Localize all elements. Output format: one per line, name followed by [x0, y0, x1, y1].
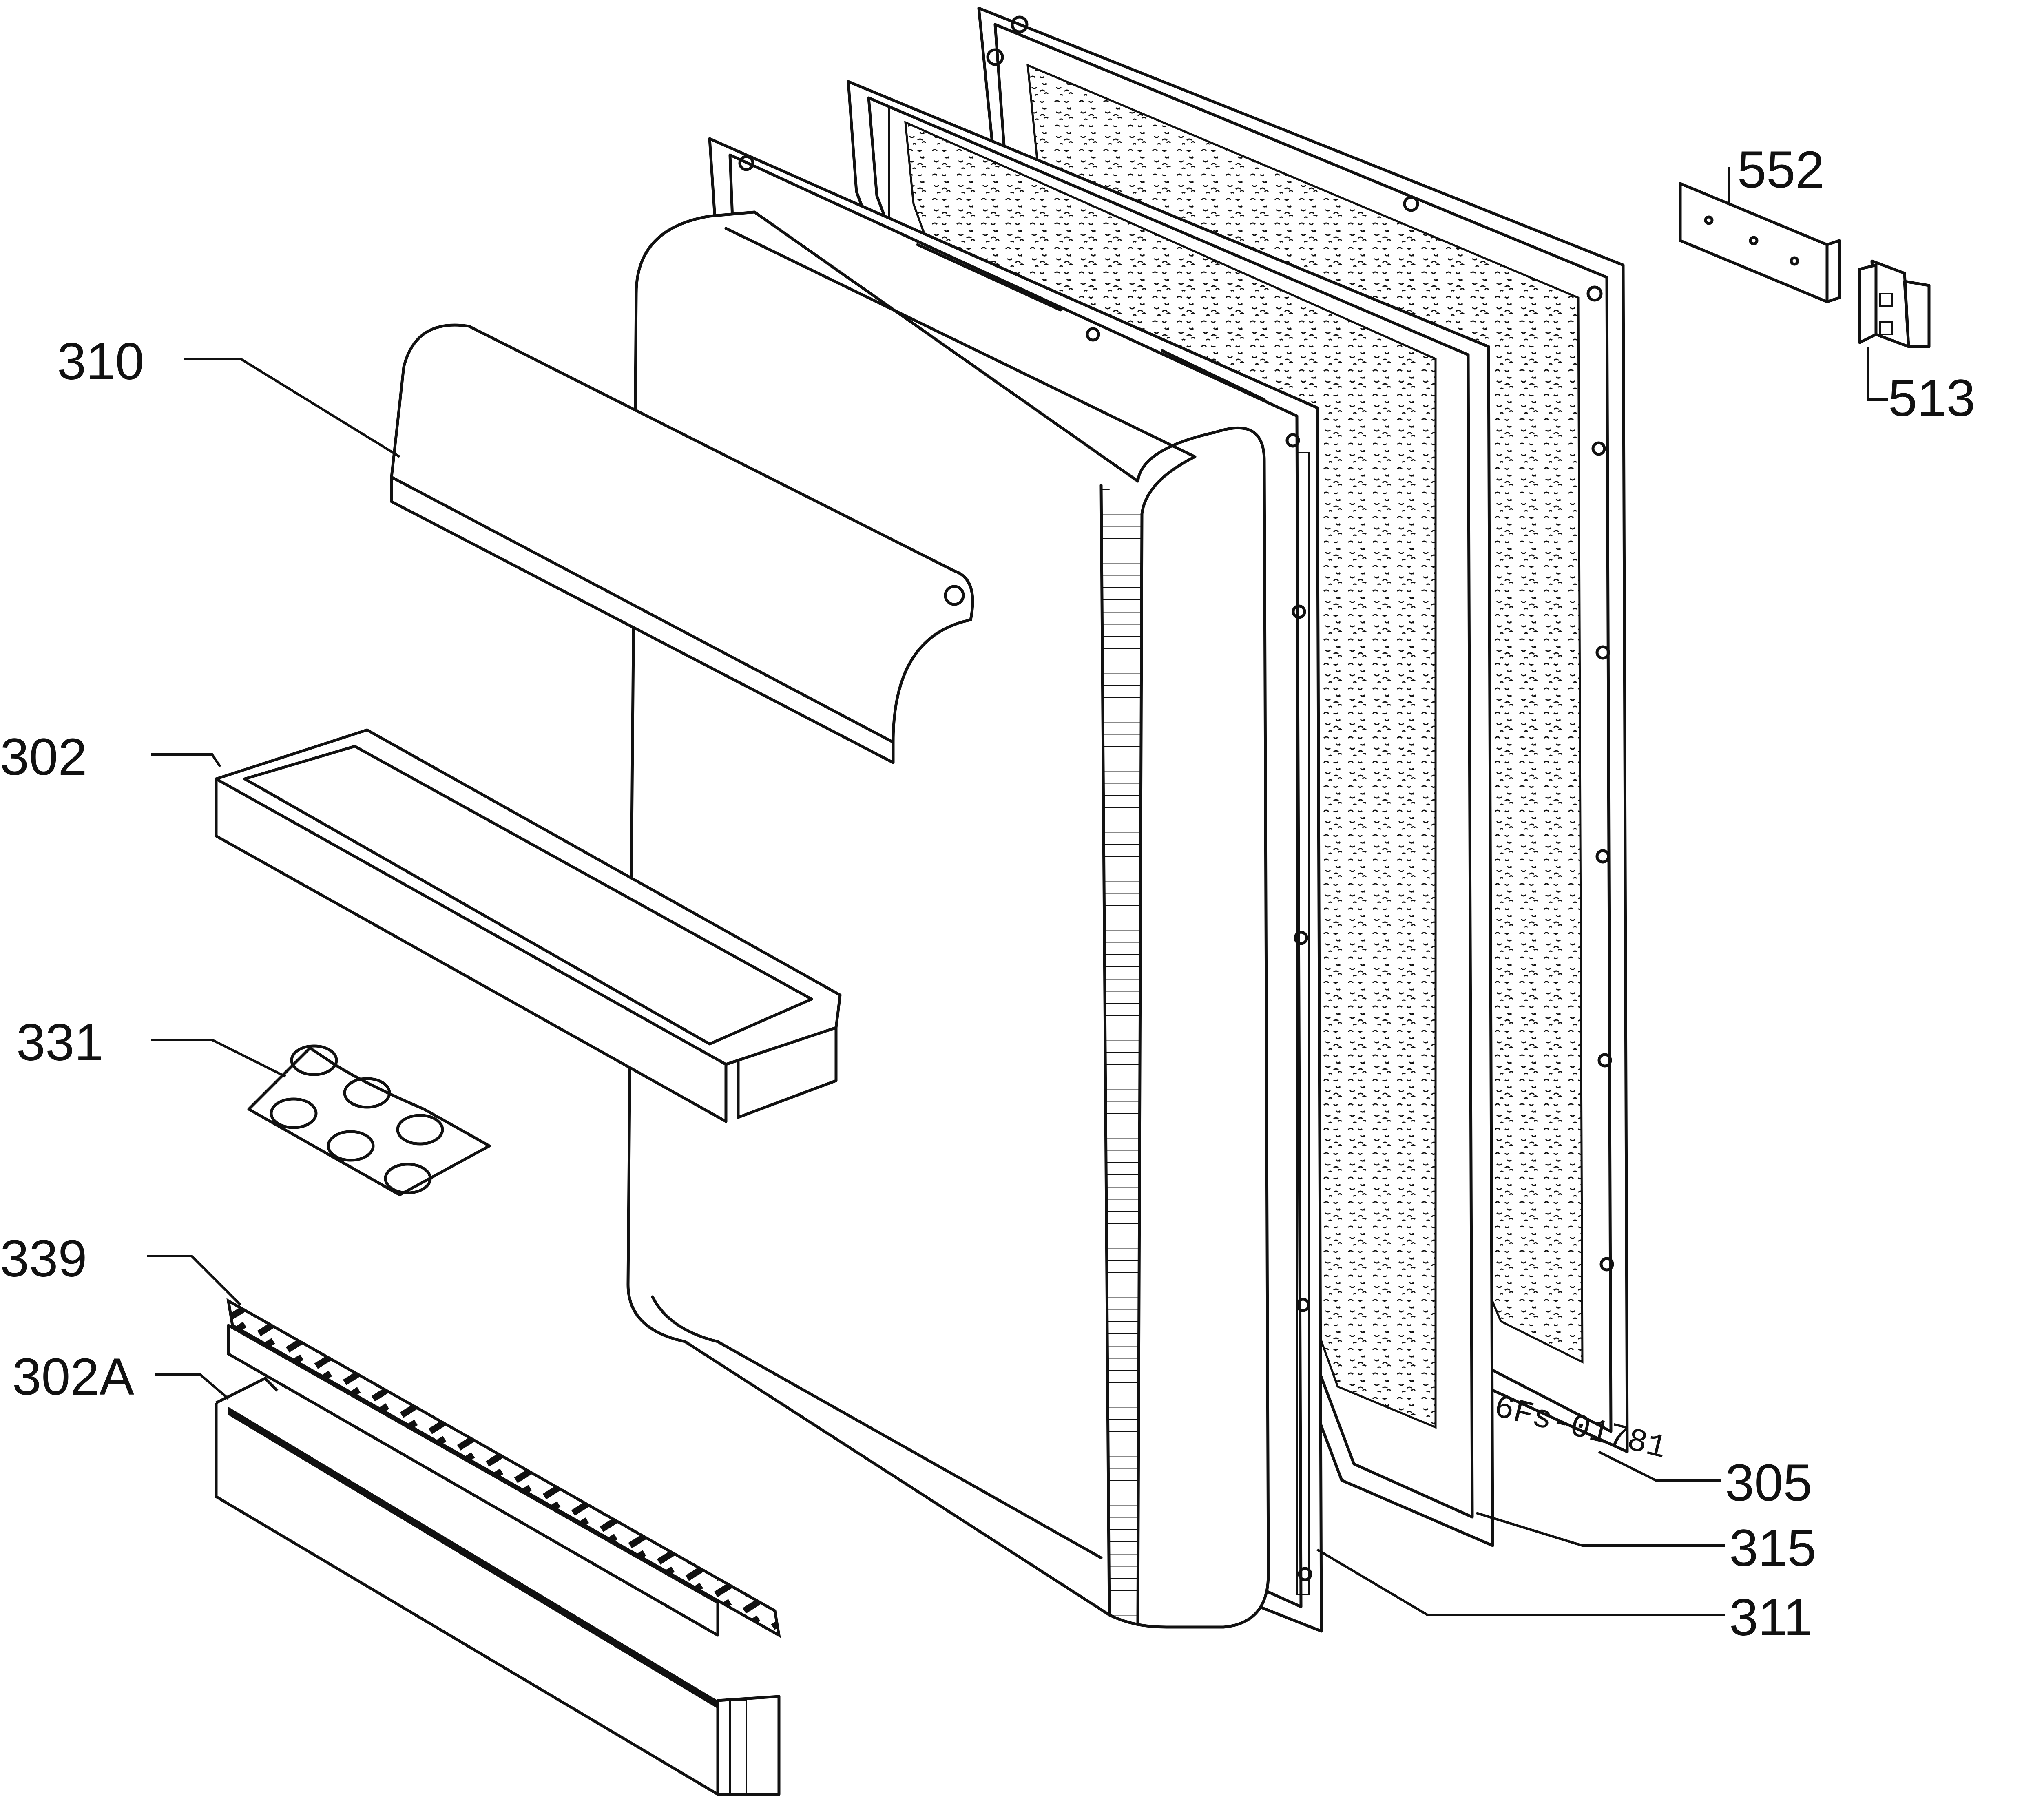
- hinge-bracket-513: [1858, 259, 1931, 348]
- label-513: 513: [1888, 369, 1976, 427]
- leader-310: [184, 358, 400, 458]
- leader-311: [1316, 1548, 1725, 1616]
- label-552: 552: [1737, 141, 1825, 199]
- label-331: 331: [16, 1013, 104, 1072]
- leader-302a: [155, 1373, 229, 1400]
- leader-305: [1598, 1451, 1721, 1482]
- label-315: 315: [1729, 1519, 1816, 1577]
- leader-315: [1476, 1512, 1725, 1547]
- door-shelf-302: [215, 728, 842, 1123]
- leader-331: [151, 1039, 286, 1078]
- hinge-cover-552: [1679, 182, 1841, 303]
- retaining-bar-339: [226, 1298, 781, 1638]
- leader-lines: [147, 167, 1888, 1616]
- leader-302: [151, 753, 221, 767]
- label-311: 311: [1729, 1588, 1812, 1647]
- bottle-shelf-302a: [215, 1377, 781, 1796]
- label-339: 339: [0, 1230, 87, 1288]
- label-305: 305: [1725, 1454, 1812, 1512]
- label-302: 302: [0, 728, 87, 786]
- label-302a: 302A: [12, 1348, 135, 1406]
- egg-tray-331: [247, 1044, 491, 1196]
- label-310: 310: [57, 332, 144, 391]
- leader-339: [147, 1255, 242, 1306]
- leader-513: [1867, 347, 1888, 401]
- shelf-cover-310: [390, 323, 974, 764]
